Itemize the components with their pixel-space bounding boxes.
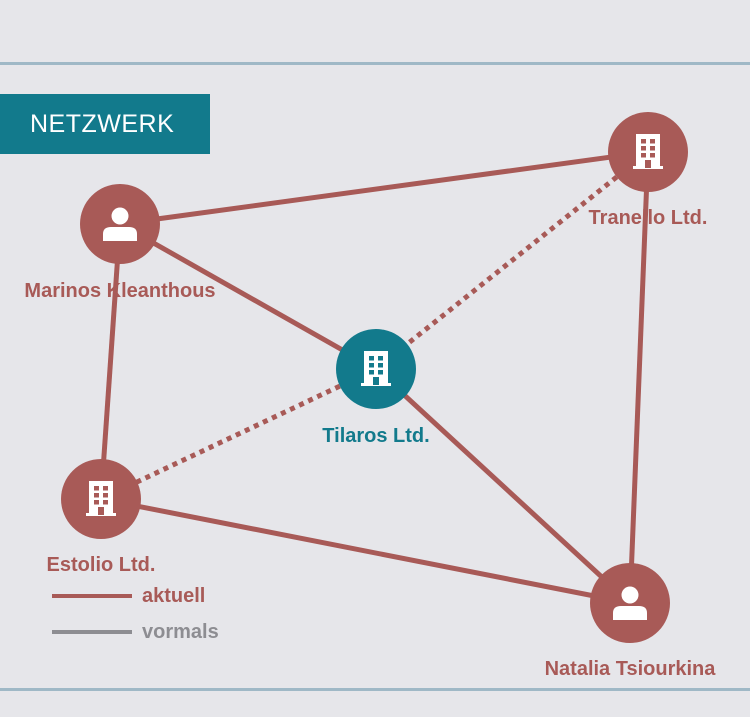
node-natalia[interactable]: Natalia Tsiourkina [545,563,717,680]
building-icon [361,351,391,386]
edge-marinos-tilaros [118,221,378,372]
node-tranello[interactable]: Tranello Ltd. [589,112,708,229]
building-icon [86,481,116,516]
bottom-divider [0,688,750,691]
legend-current-swatch [52,594,132,598]
edge-tilaros-estolio [99,366,378,502]
node-label-tilaros: Tilaros Ltd. [322,425,429,447]
node-label-tranello: Tranello Ltd. [589,207,708,229]
network-header: NETZWERK [0,94,210,154]
node-tilaros[interactable]: Tilaros Ltd. [322,329,430,447]
edge-tranello-natalia [627,151,651,604]
node-marinos[interactable]: Marinos Kleanthous [24,184,216,302]
edge-tilaros-natalia [374,367,632,605]
legend-former-swatch [52,630,132,634]
node-label-natalia: Natalia Tsiourkina [545,658,717,680]
edge-marinos-estolio [98,223,123,500]
person-icon [103,207,137,241]
top-divider [0,62,750,65]
legend-former-label: vormals [142,620,219,643]
node-label-marinos: Marinos Kleanthous [24,280,215,302]
legend-current: aktuell [52,584,205,608]
edge-estolio-natalia [100,496,631,606]
legend-former: vormals [52,620,219,644]
node-label-estolio: Estolio Ltd. [47,554,156,576]
edge-tranello-tilaros [374,150,650,371]
edge-marinos-tranello [119,149,649,227]
legend-current-label: aktuell [142,584,206,607]
building-icon [633,134,663,169]
person-icon [613,586,647,620]
node-estolio[interactable]: Estolio Ltd. [47,459,156,576]
